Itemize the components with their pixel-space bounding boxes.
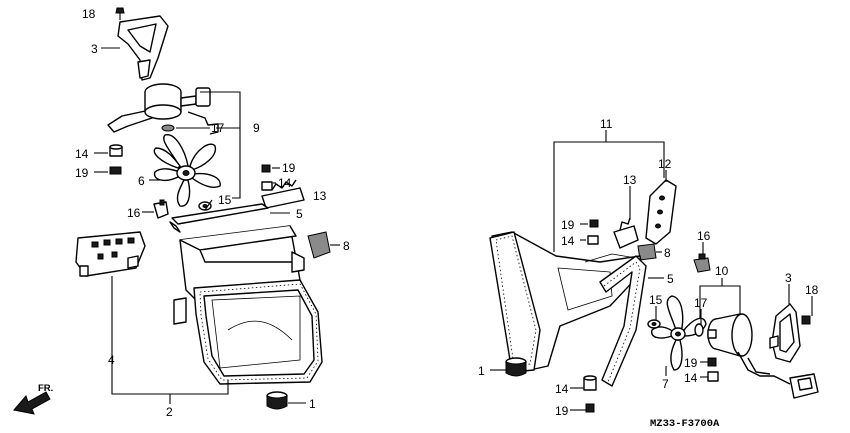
fan-motor-left: [107, 83, 219, 135]
callout-13-left: 13: [313, 189, 327, 203]
collar-14b-right: [583, 375, 597, 391]
fan-motor-right: [707, 313, 791, 385]
collar-14c-right: [707, 371, 719, 382]
grommet-1-left: [266, 391, 288, 410]
bracket-right: [769, 303, 801, 363]
bolt-18-left: [115, 7, 125, 20]
callout-9-left: 9: [253, 121, 260, 135]
screw-19c-right: [707, 357, 717, 367]
leaders-left: [94, 47, 340, 404]
clip-13-left: [261, 179, 305, 209]
callout-15-left: 15: [218, 193, 232, 207]
callout-8-right: 8: [664, 246, 671, 260]
bolt-18-right: [801, 315, 811, 325]
callout-19b-left: 19: [282, 161, 296, 175]
callout-6-left: 6: [138, 174, 145, 188]
clip-13-right: [613, 217, 639, 249]
callout-19b-right: 19: [684, 356, 698, 370]
callout-3-right: 3: [785, 271, 792, 285]
screw-19-left: [109, 166, 122, 175]
callout-4-left: 4: [108, 353, 115, 367]
callout-10-right: 10: [715, 264, 729, 278]
callout-3-left: 3: [91, 42, 98, 56]
bracket-left: [117, 15, 169, 81]
fan-right: [651, 295, 707, 371]
front-arrow-icon: [13, 391, 51, 415]
fan-left: [153, 134, 221, 207]
screw-19b-left: [261, 164, 271, 173]
pad-8-left: [307, 231, 331, 259]
callout-1-left: 1: [309, 397, 316, 411]
callout-2-left: 2: [166, 405, 173, 419]
callout-14c-right: 14: [555, 382, 569, 396]
callout-14b-right: 14: [684, 371, 698, 385]
nut-15-right: [647, 319, 661, 329]
callout-1-right: 1: [478, 364, 485, 378]
leaders-right: [490, 130, 813, 411]
washer-17-right: [694, 323, 704, 337]
callout-16-left: 16: [127, 206, 141, 220]
bracket-4-left: [75, 231, 146, 277]
callout-15-right: 15: [649, 293, 663, 307]
seal-5-left: [169, 203, 269, 233]
callout-18-right: 18: [805, 283, 819, 297]
screw-19b-right: [585, 403, 595, 413]
callout-5-left: 5: [296, 207, 303, 221]
front-direction-label: FR.: [38, 383, 53, 394]
grommet-1-right: [505, 357, 527, 377]
connector-right: [789, 373, 819, 399]
seal-5-right: [599, 255, 647, 387]
callout-8-left: 8: [343, 239, 350, 253]
sensor-16-left: [153, 199, 169, 219]
callout-18-left: 18: [82, 7, 96, 21]
duct-right: [489, 231, 643, 373]
nut-15-left: [198, 201, 212, 211]
sensor-16-right: [693, 253, 711, 273]
callout-14-left: 14: [75, 147, 89, 161]
callout-17-right: 17: [694, 296, 708, 310]
callout-14b-left: 14: [278, 176, 292, 190]
duct-left: [173, 225, 323, 385]
callout-13-right: 13: [623, 173, 637, 187]
callout-11-right: 11: [600, 117, 613, 131]
callout-19-left: 19: [75, 166, 89, 180]
collar-14b-left: [261, 181, 273, 191]
callout-16-right: 16: [697, 229, 711, 243]
pad-8-right: [637, 243, 657, 261]
callout-19-right: 19: [561, 218, 575, 232]
callout-5-right: 5: [667, 272, 674, 286]
screw-19-right: [589, 219, 599, 228]
callout-7-right: 7: [662, 377, 669, 391]
bracket-12-right: [645, 179, 677, 245]
callout-19c-right: 19: [555, 404, 569, 418]
collar-14-right: [587, 235, 599, 245]
callout-17-left: 17: [211, 121, 225, 135]
collar-14-left: [109, 144, 123, 157]
callout-14-right: 14: [561, 234, 575, 248]
drawing-code-label: MZ33-F3700A: [650, 418, 720, 430]
callout-12-right: 12: [658, 157, 672, 171]
